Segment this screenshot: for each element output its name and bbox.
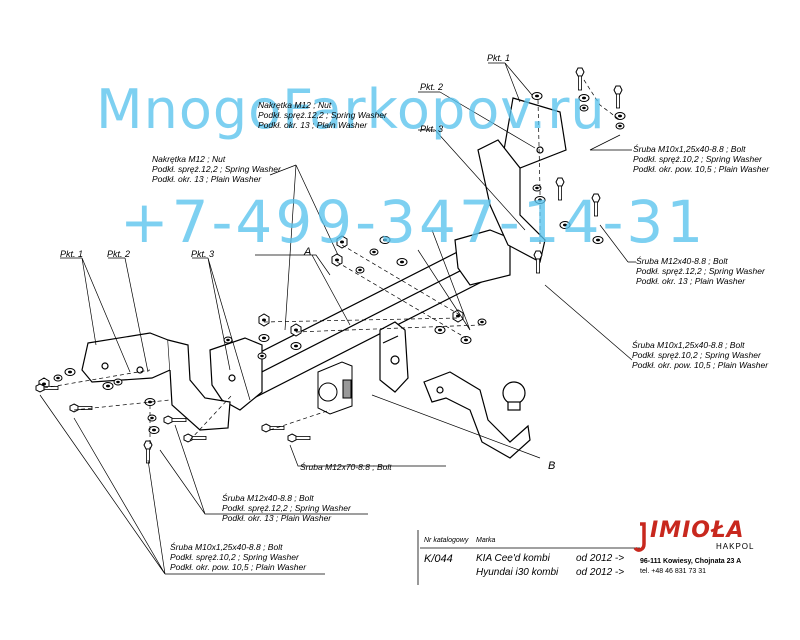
catalog-model-1: KIA Cee'd kombi: [476, 553, 550, 564]
tag-pkt1-left: Pkt. 1: [60, 249, 84, 259]
socket-plate: [317, 361, 353, 415]
logo-hook-icon: [633, 522, 646, 552]
tag-pkt1-top: Pkt. 1: [487, 53, 511, 63]
right-bracket: [477, 97, 567, 263]
crossbar-right-plate: [454, 229, 511, 286]
catalog-number: K/044: [424, 553, 453, 565]
assembly-dashes: [43, 79, 621, 450]
ball-mount-bracket: [379, 321, 409, 393]
watermark-phone: +7-499-347-14-31: [120, 188, 707, 256]
tow-ball-neck-b: [423, 371, 531, 459]
crossbar-left-plate: [209, 337, 263, 411]
catalog-marka-label: Marka: [476, 537, 496, 544]
tag-pkt3-left: Pkt. 3: [191, 249, 215, 259]
tag-pkt3-top: Pkt. 3: [420, 124, 444, 134]
brand-address: 96-111 Kowiesy, Chojnata 23 A: [640, 558, 742, 565]
leader-lines: [39, 62, 636, 575]
tag-pkt2-top: Pkt. 2: [420, 82, 444, 92]
catalog-frame: [417, 530, 640, 585]
catalog-model-1-date: od 2012 ->: [576, 553, 625, 564]
brand-logo: IMIOŁA: [650, 518, 745, 543]
catalog-model-2: Hyundai i30 kombi: [476, 567, 559, 578]
tag-pkt2-left: Pkt. 2: [107, 249, 131, 259]
catalog-model-2-date: od 2012 ->: [576, 567, 625, 578]
tag-part-a: A: [304, 246, 312, 258]
catalog-nr-label: Nr katalogowy: [424, 537, 469, 544]
left-bracket: [81, 332, 231, 431]
brand-sub: HAKPOL: [716, 542, 755, 551]
label-bolt-m12x70: Śruba M12x70-8.8 ; Bolt: [300, 462, 392, 472]
watermark-site: MnogoFarkopov.ru: [96, 78, 606, 141]
tag-part-b: B: [548, 460, 556, 472]
brand-phone: tel. +48 46 831 73 31: [640, 568, 706, 575]
